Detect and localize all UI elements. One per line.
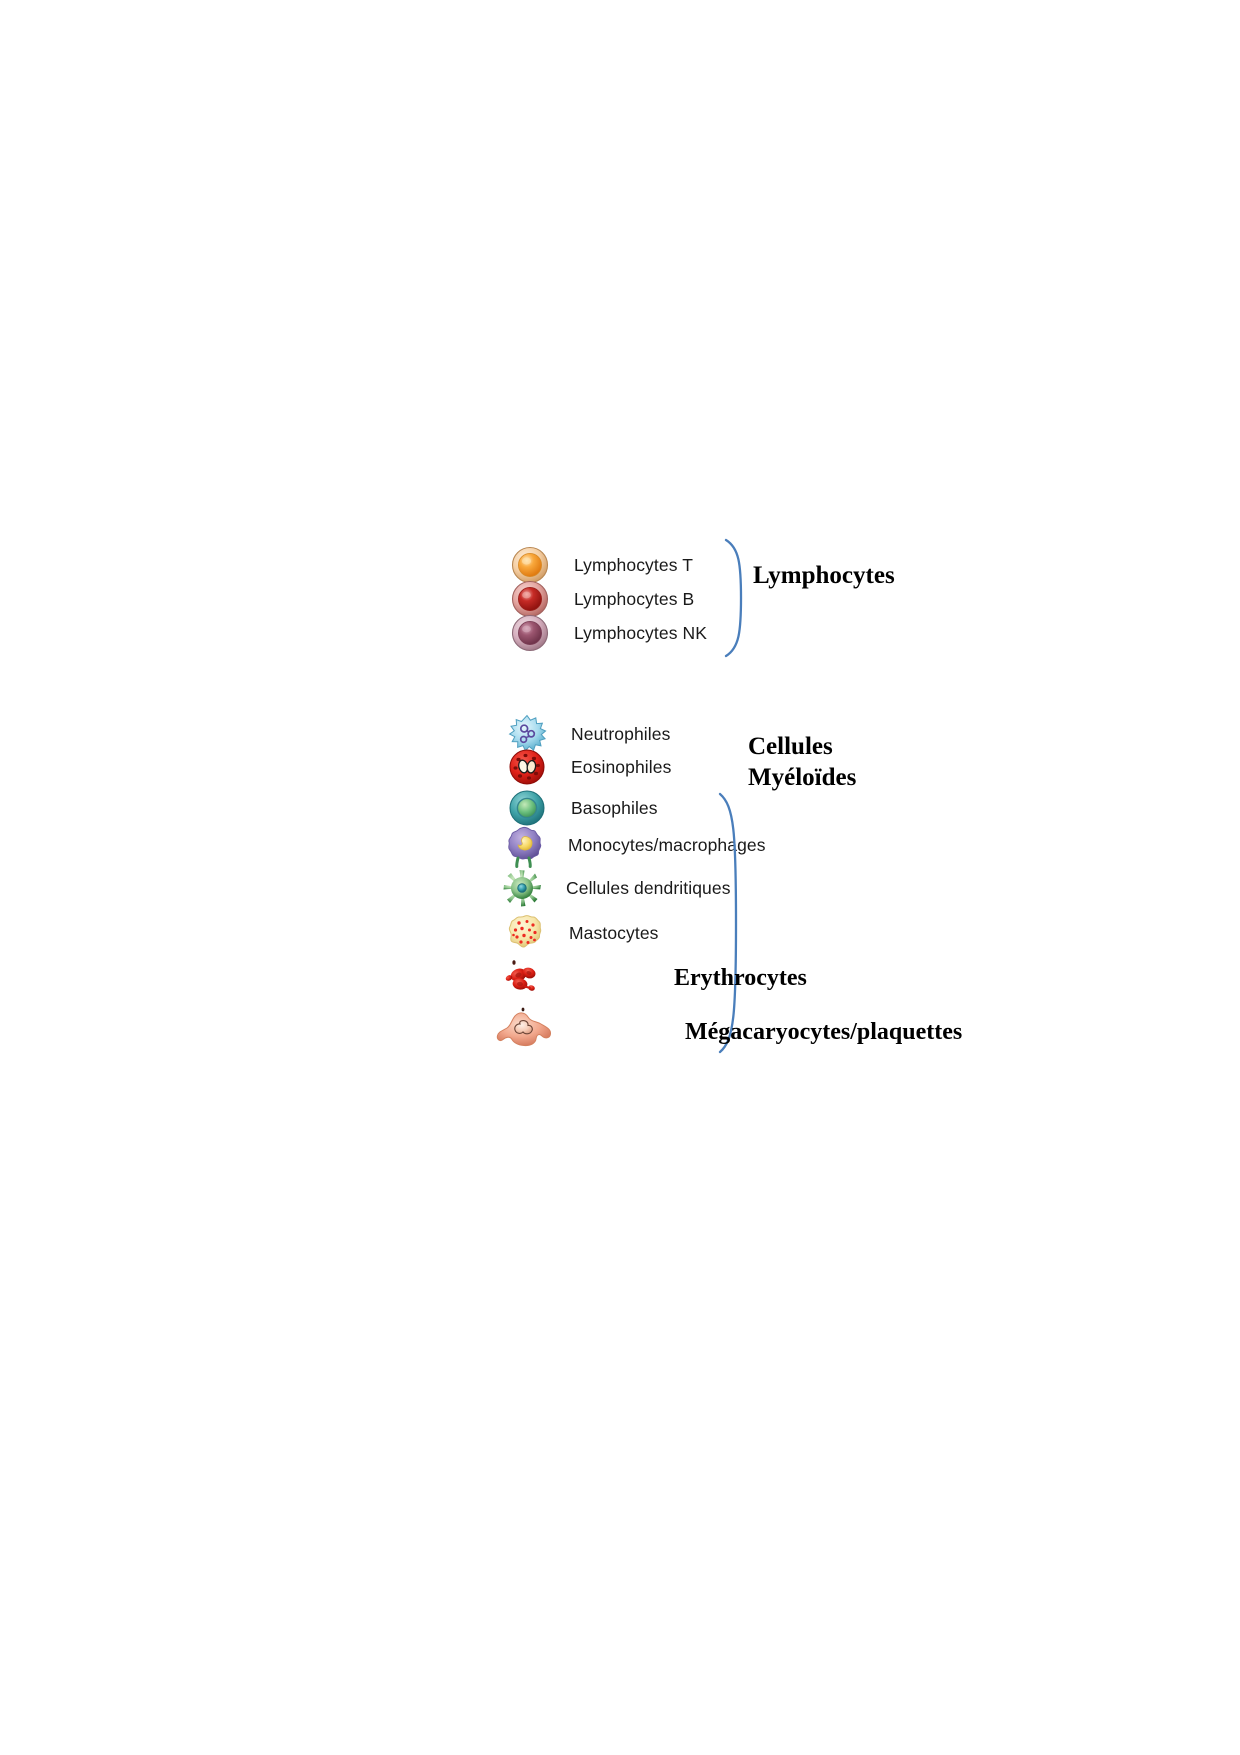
list-item: Lymphocytes B [508, 577, 694, 621]
list-item-label: Basophiles [571, 797, 658, 818]
list-item: Lymphocytes NK [508, 611, 707, 655]
list-item: Mégacaryocytes/plaquettes [495, 1006, 962, 1058]
list-item: Basophiles [505, 786, 658, 830]
list-item-label: Mastocytes [569, 922, 659, 943]
lymphocyte-nk-icon [508, 611, 552, 655]
megakaryocyte-icon [495, 1006, 555, 1058]
list-item: Erythrocytes [500, 956, 807, 1000]
list-item-label: Lymphocytes T [574, 554, 693, 575]
list-item: Eosinophiles [505, 745, 671, 789]
basophil-icon [505, 786, 549, 830]
monocyte-icon [502, 823, 546, 868]
myeloid-group-caption: Cellules Myéloïdes [748, 733, 857, 791]
neutrophil-icon [505, 712, 549, 756]
list-item: Neutrophiles [505, 712, 670, 756]
list-item-label: Monocytes/macrophages [568, 834, 766, 855]
list-item: Monocytes/macrophages [502, 823, 766, 868]
list-item-label: Neutrophiles [571, 723, 671, 744]
dendritic-cell-icon [500, 866, 544, 910]
lymphocyte-t-icon [508, 543, 552, 587]
list-item-label: Lymphocytes NK [574, 622, 708, 643]
erythrocyte-icon [500, 956, 544, 1000]
myeloid-bracket [716, 792, 744, 1054]
lymphocytes-group-caption: Lymphocytes [753, 562, 895, 589]
megakaryocytes-label: Mégacaryocytes/plaquettes [685, 1018, 963, 1045]
list-item-label: Lymphocytes B [574, 588, 695, 609]
lymphocyte-b-icon [508, 577, 552, 621]
list-item-label: Eosinophiles [571, 756, 672, 777]
eosinophil-icon [505, 745, 549, 789]
mast-cell-icon [503, 911, 547, 955]
lymphocytes-bracket [722, 538, 748, 658]
list-item-label: Cellules dendritiques [566, 877, 731, 898]
list-item: Cellules dendritiques [500, 866, 731, 910]
list-item: Mastocytes [503, 911, 659, 955]
list-item: Lymphocytes T [508, 543, 693, 587]
erythrocytes-label: Erythrocytes [674, 964, 807, 991]
